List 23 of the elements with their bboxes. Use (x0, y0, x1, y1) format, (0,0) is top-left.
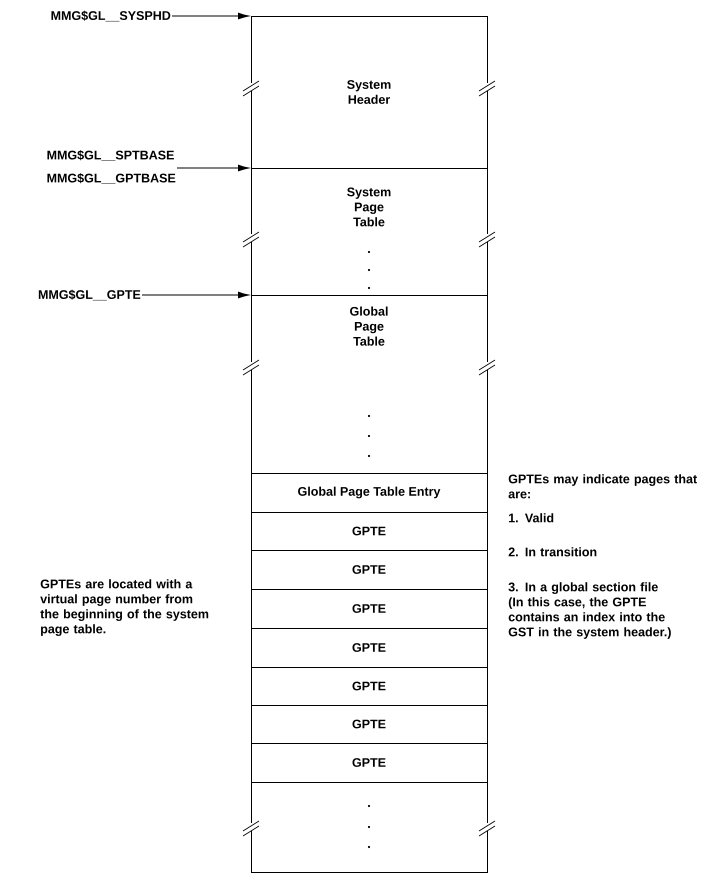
pointer-arrow (176, 164, 249, 172)
list-item: 1. Valid (509, 513, 554, 522)
note-text: GPTEs may indicate pages that are: (508, 474, 697, 498)
pointer-label: MMG$GL__SYSPHD (51, 10, 170, 22)
note-text: GPTEs are located with a virtual page number from the beginning of the system page table. (40, 579, 208, 636)
table-entry-box: GPTE (251, 589, 488, 629)
memory-region-box (251, 782, 488, 873)
table-entry-box: GPTE (251, 512, 488, 551)
pointer-arrow (172, 12, 249, 20)
table-entry-box: GPTE (251, 667, 488, 706)
table-entry-box: GPTE (251, 705, 488, 744)
list-item: 2. In transition (508, 547, 596, 556)
table-entry-box: GPTE (251, 743, 488, 783)
pointer-label: MMG$GL__SPTBASE MMG$GL__GPTBASE (47, 150, 176, 184)
memory-region-box: System Page Table (251, 168, 488, 296)
list-item: 3. In a global section file (In this case, the GPTE contains an index into the GST in the system header.) (508, 582, 671, 639)
table-entry-box: GPTE (251, 628, 488, 668)
pointer-arrow (142, 292, 249, 298)
table-entry-box: GPTE (251, 550, 488, 590)
table-entry-box: System Header (251, 16, 488, 169)
table-entry-box: Global Page Table Entry (251, 473, 488, 513)
pointer-label: MMG$GL__GPTE (38, 290, 140, 300)
memory-region-box: Global Page Table (251, 295, 488, 474)
